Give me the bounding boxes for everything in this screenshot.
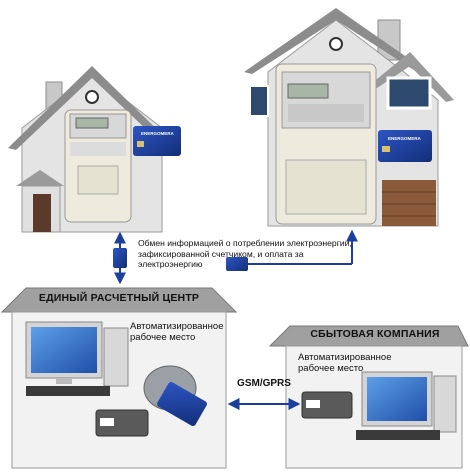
right-house [244, 8, 454, 227]
left-house-door [33, 194, 51, 232]
left-electricity-meter [64, 109, 132, 223]
left-house-porch-roof [16, 170, 64, 186]
exchange-card-middle [226, 257, 248, 271]
billing-keyboard [26, 386, 110, 396]
right-electricity-meter [275, 63, 377, 225]
sales-company-room [268, 325, 469, 469]
right-house-round-window [329, 37, 343, 51]
right-card-brand: ENERGOMERA [388, 136, 421, 141]
exchange-card-left [113, 248, 127, 268]
billing-workstation-line1: Автоматизированное [130, 321, 224, 332]
billing-center-title: ЕДИНЫЙ РАСЧЕТНЫЙ ЦЕНТР [38, 292, 200, 304]
exchange-note-line2: зафиксированной счетчиком, и оплата за э… [138, 248, 304, 270]
sales-keyboard [356, 430, 440, 440]
billing-workstation-label: Автоматизированное рабочее место [130, 321, 230, 343]
sales-workstation-line2: рабочее место [298, 363, 364, 374]
exchange-link [113, 229, 358, 285]
right-house-side-window [249, 85, 269, 117]
billing-center-room [0, 287, 238, 469]
billing-monitor [25, 321, 103, 384]
left-house [8, 66, 181, 233]
right-house-garage-door [382, 180, 436, 226]
billing-card-reader [143, 365, 207, 427]
right-house-dormer-roof [366, 52, 454, 102]
left-house-round-window [85, 90, 99, 104]
sales-workstation-line1: Автоматизированное [298, 352, 392, 363]
exchange-note-line1: Обмен информацией о потреблении электроэ… [138, 238, 352, 248]
billing-pc-tower [103, 327, 129, 387]
sales-pc-tower [433, 375, 457, 433]
billing-workstation-line2: рабочее место [130, 332, 196, 343]
right-house-window [386, 76, 432, 110]
sales-gsm-modem [301, 391, 353, 419]
billing-gsm-modem [95, 409, 149, 437]
left-energomera-card [133, 126, 181, 156]
gsm-gprs-label: GSM/GPRS [237, 378, 291, 389]
right-energomera-card [378, 130, 432, 162]
sales-workstation-label: Автоматизированное рабочее место [298, 352, 398, 374]
left-card-brand: ENERGOMERA [141, 131, 174, 136]
exchange-note: Обмен информацией о потреблении электроэ… [138, 238, 368, 270]
sales-company-title: СБЫТОВАЯ КОМПАНИЯ [310, 328, 440, 340]
sales-monitor [361, 371, 433, 427]
